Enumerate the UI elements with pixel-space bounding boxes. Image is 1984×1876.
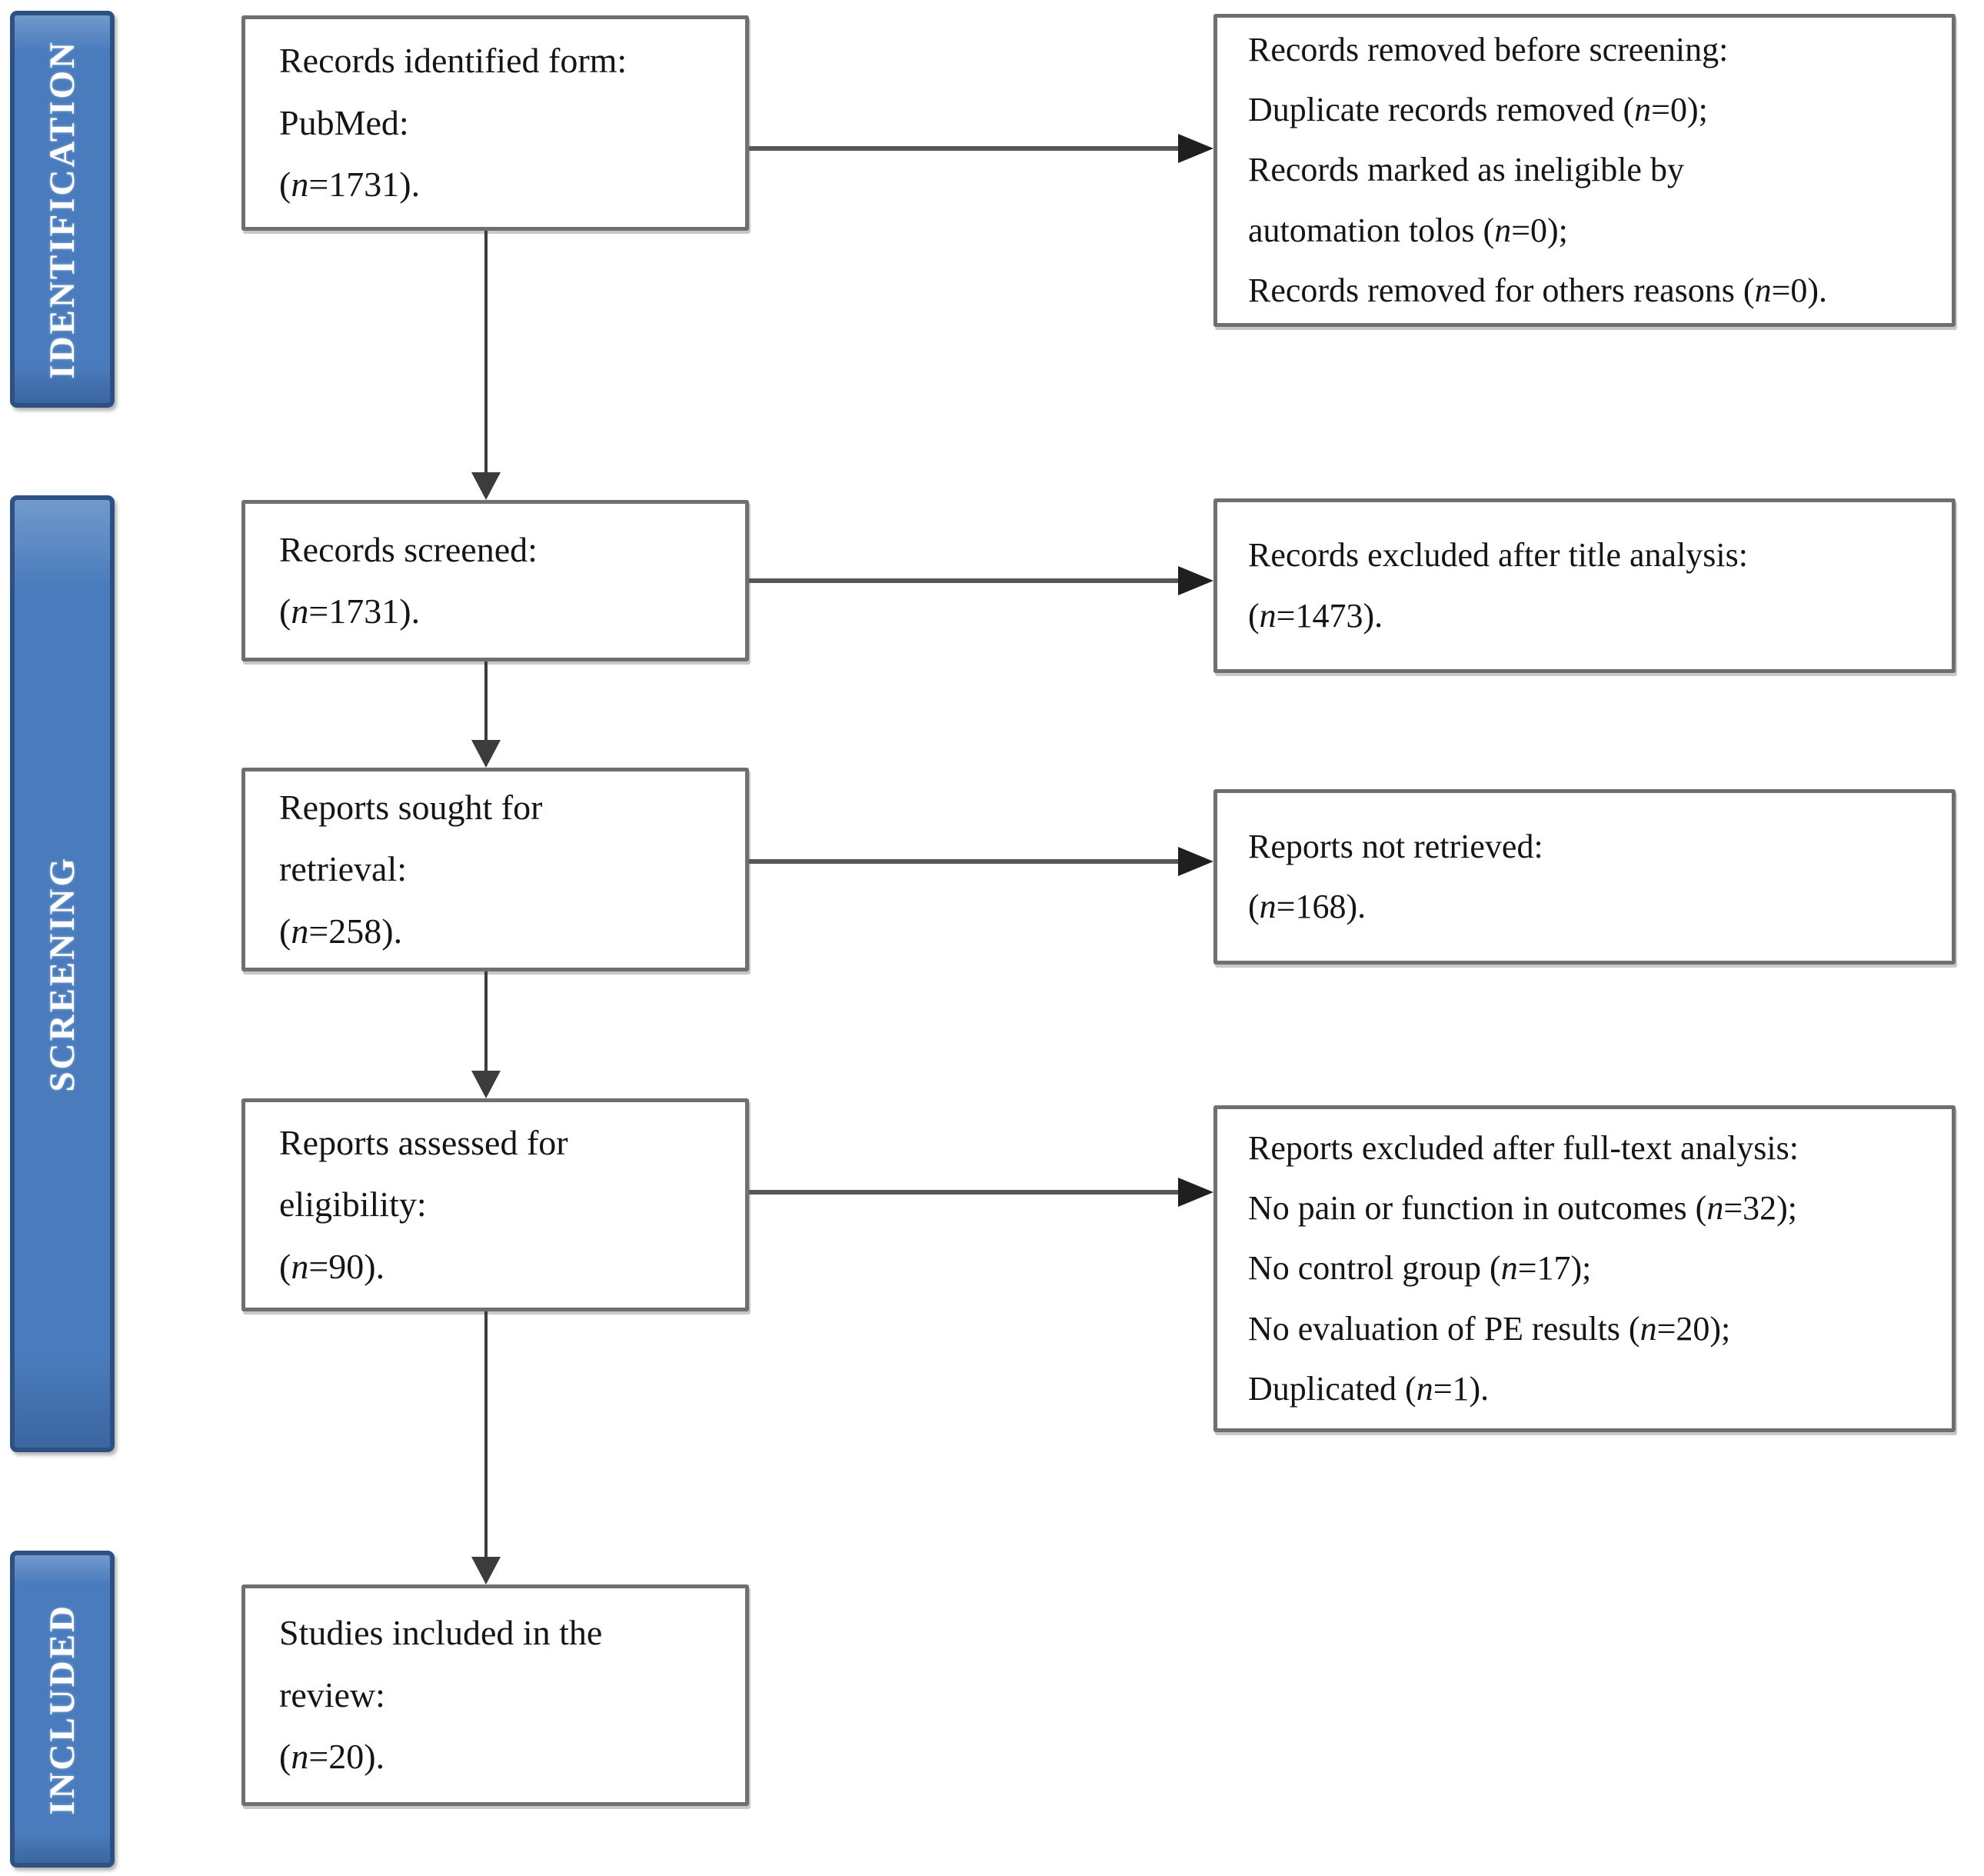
stage-label-included: INCLUDED xyxy=(42,1603,82,1815)
stage-bar-screening: SCREENING xyxy=(10,495,115,1452)
arrow-screened-to-excluded-title-head xyxy=(1178,566,1213,595)
box-records-screened-text: Records screened:(n=1731). xyxy=(279,529,538,631)
stage-label-identification: IDENTIFICATION xyxy=(42,39,82,379)
arrow-screened-to-excluded-title xyxy=(749,578,1180,583)
arrow-assessed-to-excluded-fulltext-head xyxy=(1178,1178,1213,1207)
arrow-sought-to-not-retrieved xyxy=(749,859,1180,864)
stage-bar-identification: IDENTIFICATION xyxy=(10,11,115,408)
arrow-identified-to-screened-head xyxy=(471,472,501,500)
stage-bar-included: INCLUDED xyxy=(10,1551,115,1868)
arrow-screened-to-sought-head xyxy=(471,740,501,768)
arrow-identified-to-removed xyxy=(749,146,1180,151)
box-reports-not-retrieved-text: Reports not retrieved:(n=168). xyxy=(1248,827,1543,925)
box-reports-not-retrieved: Reports not retrieved:(n=168). xyxy=(1213,789,1956,965)
arrow-assessed-to-included xyxy=(484,1311,488,1558)
arrow-identified-to-screened xyxy=(484,231,488,474)
box-reports-excluded-fulltext: Reports excluded after full-text analysi… xyxy=(1213,1105,1956,1432)
box-reports-excluded-fulltext-text: Reports excluded after full-text analysi… xyxy=(1248,1128,1799,1408)
arrow-sought-to-assessed-head xyxy=(471,1071,501,1098)
arrow-sought-to-assessed xyxy=(484,971,488,1072)
box-records-excluded-title: Records excluded after title analysis:(n… xyxy=(1213,498,1956,673)
box-records-excluded-title-text: Records excluded after title analysis:(n… xyxy=(1248,536,1748,635)
box-records-removed: Records removed before screening:Duplica… xyxy=(1213,14,1956,327)
arrow-screened-to-sought xyxy=(484,661,488,741)
box-records-removed-text: Records removed before screening:Duplica… xyxy=(1248,30,1828,309)
box-records-identified-text: Records identified form:PubMed:(n=1731). xyxy=(279,41,627,205)
stage-label-screening: SCREENING xyxy=(42,855,82,1092)
arrow-identified-to-removed-head xyxy=(1178,134,1213,163)
box-records-identified: Records identified form:PubMed:(n=1731). xyxy=(241,15,749,231)
arrow-assessed-to-excluded-fulltext xyxy=(749,1190,1180,1195)
box-records-screened: Records screened:(n=1731). xyxy=(241,500,749,661)
arrow-assessed-to-included-head xyxy=(471,1557,501,1584)
arrow-sought-to-not-retrieved-head xyxy=(1178,847,1213,876)
